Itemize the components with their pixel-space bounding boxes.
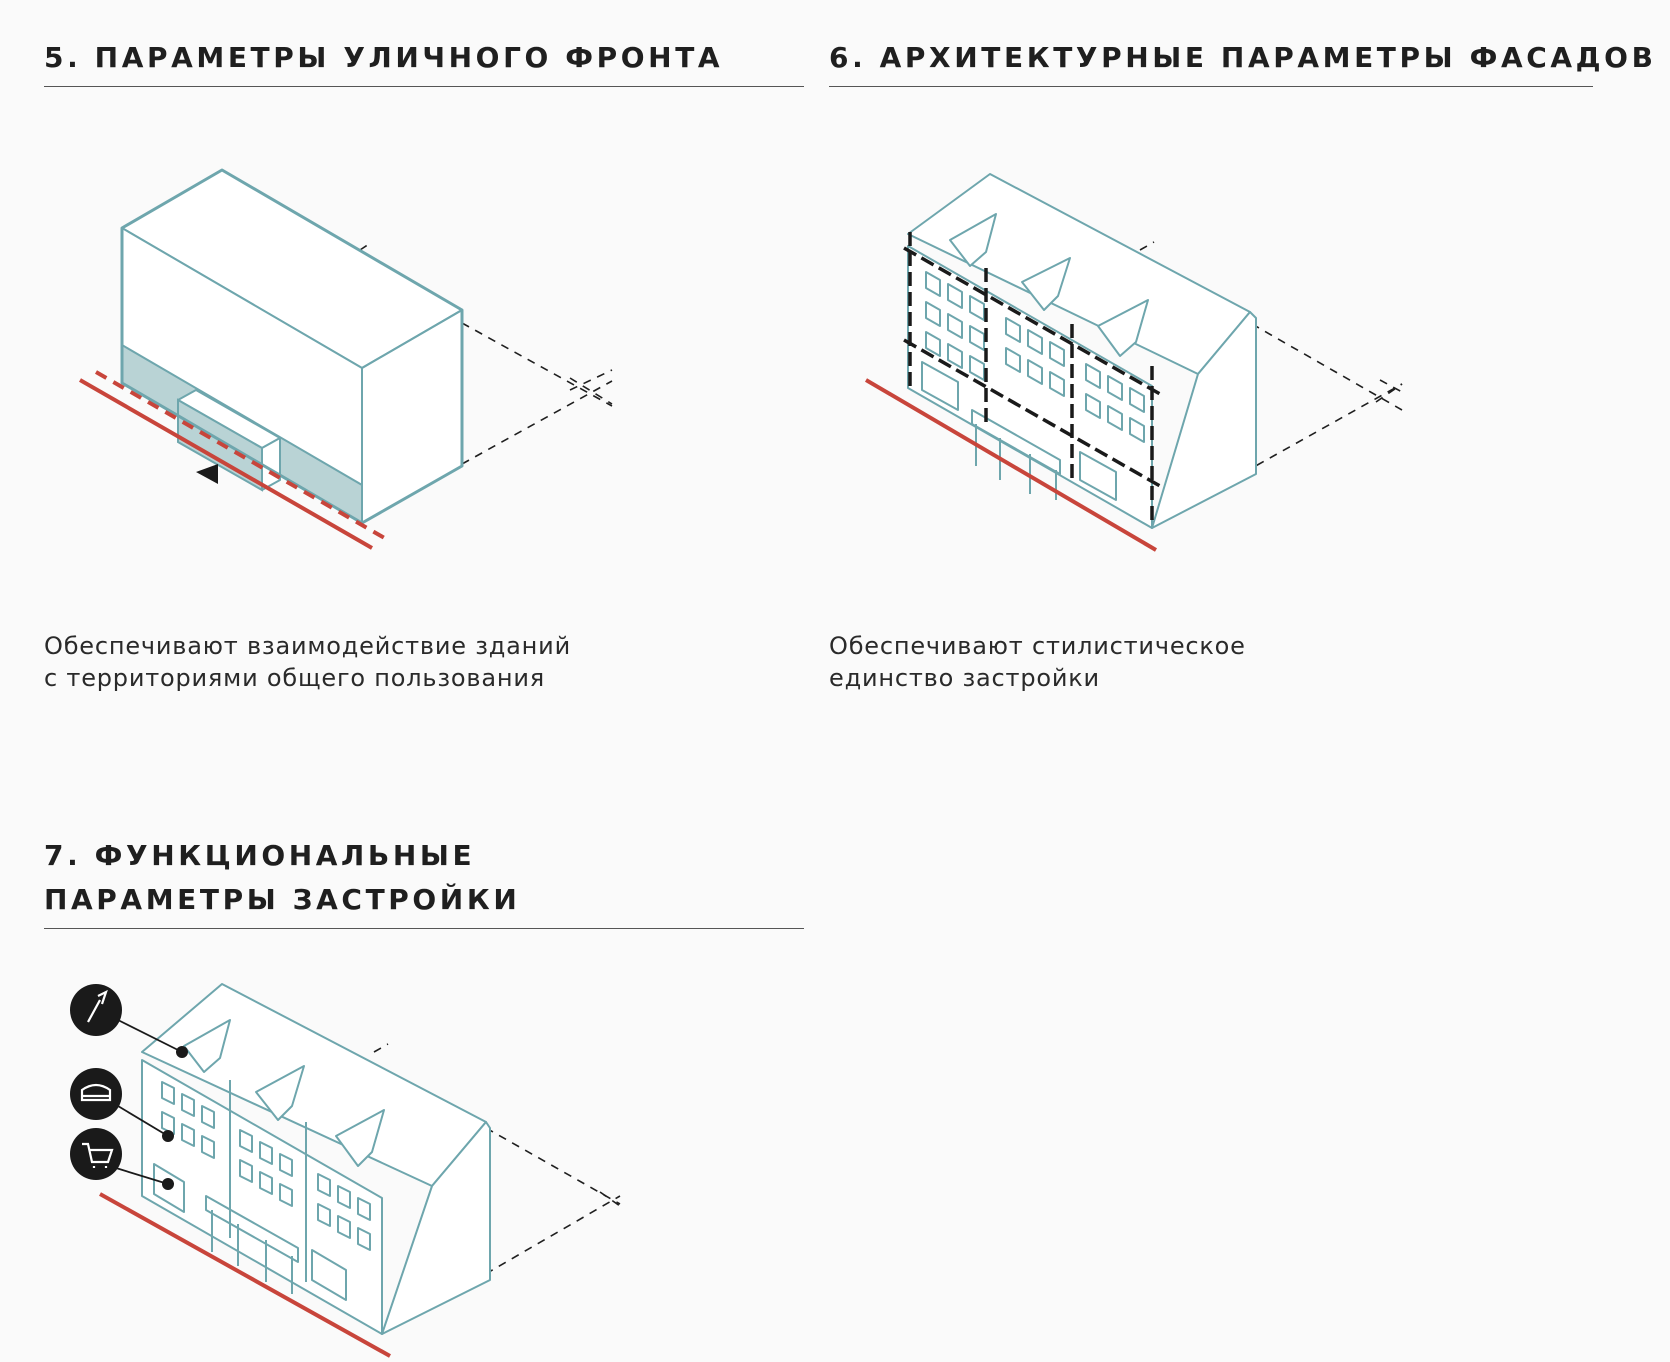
functional-diagram	[70, 983, 621, 1358]
bed-icon	[80, 1083, 112, 1102]
description-line: Обеспечивают взаимодействие зданий	[44, 632, 571, 660]
brush-icon	[87, 989, 108, 1023]
section-street-front: 5. ПАРАМЕТРЫ УЛИЧНОГО ФРОНТА	[44, 36, 804, 87]
building-line	[95, 370, 389, 542]
cart-icon	[82, 1142, 114, 1168]
function-icon-culture	[70, 984, 188, 1058]
street-front-building	[79, 168, 613, 550]
description-line: Обеспечивают стилистическое	[829, 632, 1246, 660]
section-title: 7. ФУНКЦИОНАЛЬНЫЕ ПАРАМЕТРЫ ЗАСТРОЙКИ	[44, 834, 804, 929]
section-title-line: 7. ФУНКЦИОНАЛЬНЫЕ	[44, 839, 476, 872]
section-title: 6. АРХИТЕКТУРНЫЕ ПАРАМЕТРЫ ФАСАДОВ	[829, 36, 1657, 87]
section-title-text: 5. ПАРАМЕТРЫ УЛИЧНОГО ФРОНТА	[44, 41, 724, 74]
section-facade-parameters: 6. АРХИТЕКТУРНЫЕ ПАРАМЕТРЫ ФАСАДОВ	[829, 36, 1657, 87]
street-line	[79, 378, 373, 550]
description-line: единство застройки	[829, 664, 1100, 692]
section-description: Обеспечивают стилистическое единство зас…	[829, 630, 1246, 694]
section-title: 5. ПАРАМЕТРЫ УЛИЧНОГО ФРОНТА	[44, 36, 804, 87]
entrance-arrow-icon	[196, 464, 218, 484]
facade-diagram	[864, 173, 1403, 552]
street-line	[864, 378, 1158, 552]
description-line: с территориями общего пользования	[44, 664, 545, 692]
facade-frame	[903, 338, 1161, 488]
section-functional-parameters: 7. ФУНКЦИОНАЛЬНЫЕ ПАРАМЕТРЫ ЗАСТРОЙКИ	[44, 834, 804, 929]
street-line	[99, 1192, 391, 1358]
section-title-line: ПАРАМЕТРЫ ЗАСТРОЙКИ	[44, 883, 521, 916]
function-icon-retail	[70, 1128, 174, 1190]
section-description: Обеспечивают взаимодействие зданий с тер…	[44, 630, 571, 694]
section-title-text: 6. АРХИТЕКТУРНЫЕ ПАРАМЕТРЫ ФАСАДОВ	[829, 41, 1657, 74]
function-icon-housing	[70, 1068, 174, 1142]
facade-frame	[903, 246, 1161, 396]
